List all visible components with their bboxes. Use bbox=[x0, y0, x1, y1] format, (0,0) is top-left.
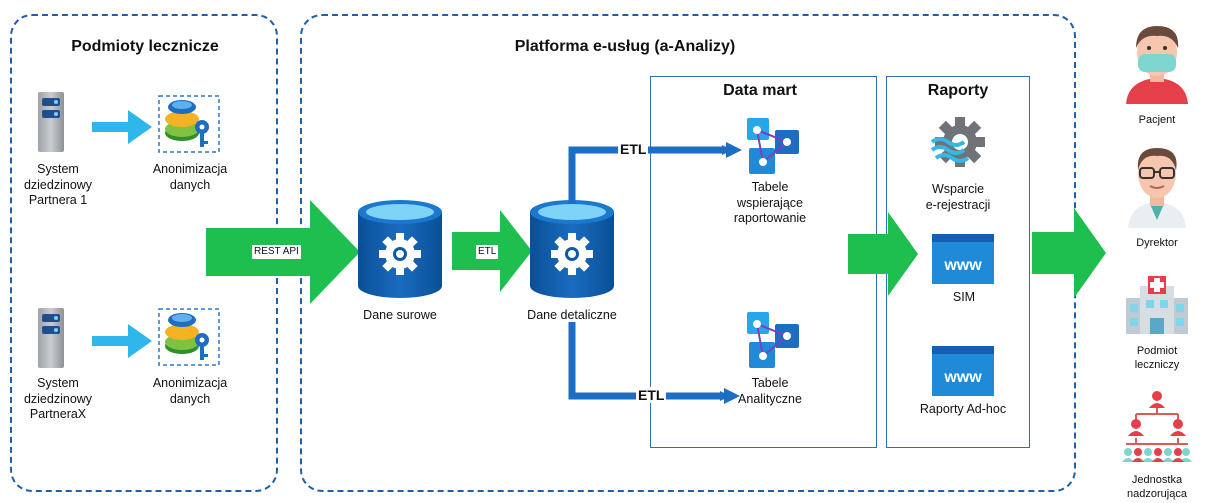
reports-to-actors-arrow bbox=[1032, 208, 1106, 298]
doctor-icon bbox=[1128, 148, 1186, 228]
report-item-adhoc-label: Raporty Ad-hoc bbox=[919, 402, 1007, 416]
detail-data-cylinder-icon bbox=[530, 200, 614, 298]
server-icon bbox=[38, 308, 64, 368]
actor-dyrektor-label: Dyrektor bbox=[1136, 237, 1178, 249]
anonymization-icon bbox=[158, 308, 220, 366]
datamart-to-reports-arrow bbox=[848, 212, 918, 296]
flow-arrow-icon bbox=[92, 110, 152, 144]
etl-bottom-label: ETL bbox=[636, 387, 667, 403]
table-graph-icon bbox=[747, 312, 799, 368]
rest-api-label: REST API bbox=[252, 245, 301, 259]
reports-title: Raporty bbox=[927, 82, 989, 99]
server-icon bbox=[38, 92, 64, 152]
org-chart-icon bbox=[1122, 391, 1192, 462]
detail-data-label: Dane detaliczne bbox=[527, 308, 617, 322]
providers-title: Podmioty lecznicze bbox=[71, 38, 219, 55]
etl-small-label: ETL bbox=[476, 245, 499, 259]
datamart-title: Data mart bbox=[723, 82, 797, 99]
etl-top-label: ETL bbox=[618, 141, 649, 157]
actor-pacjent-label: Pacjent bbox=[1138, 114, 1176, 126]
hospital-icon bbox=[1126, 276, 1188, 334]
flow-arrow-icon bbox=[92, 324, 152, 358]
www-icon: www bbox=[932, 234, 994, 284]
svg-text:www: www bbox=[943, 257, 982, 274]
svg-text:www: www bbox=[943, 369, 982, 386]
gear-waves-icon bbox=[930, 117, 985, 167]
www-icon: www bbox=[932, 346, 994, 396]
platform-title: Platforma e-usług (a-Analizy) bbox=[514, 38, 736, 55]
patient-icon bbox=[1126, 26, 1188, 104]
raw-data-label: Dane surowe bbox=[363, 308, 437, 322]
table-graph-icon bbox=[747, 118, 799, 174]
anonymization-icon bbox=[158, 95, 220, 153]
report-item-sim-label: SIM bbox=[952, 290, 976, 304]
raw-data-cylinder-icon bbox=[358, 200, 442, 298]
